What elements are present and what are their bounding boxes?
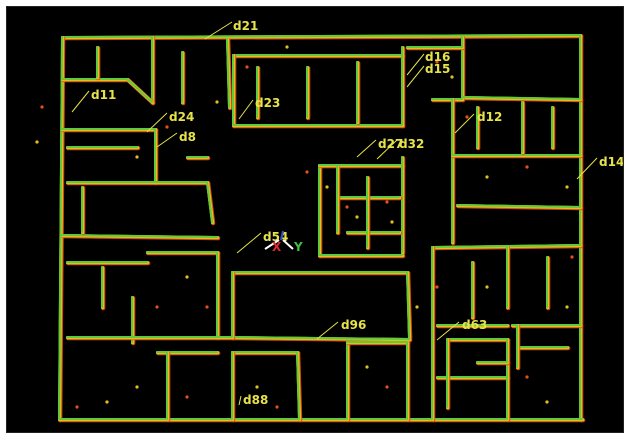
wall-segment — [206, 181, 213, 223]
scan-point — [135, 155, 139, 159]
location-label-d12[interactable]: d12 — [477, 110, 502, 124]
scan-point — [40, 105, 44, 109]
location-label-d8[interactable]: d8 — [179, 130, 196, 144]
x-axis-arrow — [264, 239, 280, 250]
scan-point — [525, 165, 529, 169]
scan-point — [255, 385, 259, 389]
location-label-d15[interactable]: d15 — [425, 62, 450, 76]
scan-point — [390, 220, 394, 224]
scan-point — [435, 60, 439, 64]
scan-point — [355, 215, 359, 219]
scan-point — [35, 140, 39, 144]
wall-segment — [226, 38, 230, 108]
scan-point — [545, 400, 549, 404]
scan-point — [325, 185, 329, 189]
scan-point — [135, 385, 139, 389]
label-leader-line — [71, 90, 90, 113]
wall-segment — [61, 234, 218, 238]
label-leader-line — [376, 139, 398, 160]
wall-segment — [126, 78, 153, 103]
scan-point — [565, 185, 569, 189]
coordinate-axes-icon: X Y — [264, 230, 303, 254]
scan-point — [450, 75, 454, 79]
label-leader-line — [316, 321, 339, 340]
wall-segment — [406, 271, 410, 338]
scan-point — [245, 65, 249, 69]
scan-point — [385, 385, 389, 389]
scan-point — [570, 255, 574, 259]
wall-segment — [61, 34, 581, 38]
location-label-d11[interactable]: d11 — [91, 88, 116, 102]
label-leader-line — [436, 321, 460, 341]
scan-point — [365, 365, 369, 369]
scan-point — [75, 405, 79, 409]
scan-point — [485, 175, 489, 179]
wall-segment — [58, 36, 63, 420]
y-axis-label: Y — [293, 240, 303, 254]
x-axis-label: X — [272, 240, 282, 254]
scan-point — [285, 45, 289, 49]
scan-point — [215, 100, 219, 104]
location-label-d88[interactable]: d88 — [243, 393, 268, 407]
scan-point — [565, 305, 569, 309]
scan-point — [435, 285, 439, 289]
location-label-d63[interactable]: d63 — [462, 318, 487, 332]
label-leader-line — [146, 112, 168, 133]
location-label-d96[interactable]: d96 — [341, 318, 366, 332]
label-leader-line — [236, 232, 262, 254]
label-leader-line — [238, 395, 242, 406]
wall-segment — [231, 336, 410, 340]
location-label-d23[interactable]: d23 — [255, 96, 280, 110]
scan-point — [485, 285, 489, 289]
wall-segment — [456, 204, 581, 208]
location-label-d24[interactable]: d24 — [169, 110, 194, 124]
wall-segment — [461, 96, 581, 100]
scan-point — [185, 395, 189, 399]
location-label-d21[interactable]: d21 — [233, 19, 258, 33]
scan-point — [385, 200, 389, 204]
location-label-d16[interactable]: d16 — [425, 50, 450, 64]
scan-point — [305, 170, 309, 174]
scan-point — [155, 305, 159, 309]
scan-point — [275, 405, 279, 409]
scan-point — [415, 305, 419, 309]
y-axis-arrow — [282, 239, 294, 250]
scan-point — [185, 275, 189, 279]
scan-point — [105, 400, 109, 404]
label-leader-line — [238, 99, 254, 120]
label-leader-line — [406, 53, 425, 76]
location-label-d32[interactable]: d32 — [399, 137, 424, 151]
scan-point — [205, 305, 209, 309]
label-leader-line — [576, 157, 598, 180]
wall-segment — [296, 351, 300, 420]
scan-point — [465, 115, 469, 119]
scan-point — [345, 205, 349, 209]
scan-point — [525, 375, 529, 379]
label-leader-line — [356, 139, 377, 158]
wall-point-cloud — [35, 34, 586, 423]
z-axis-arrow — [280, 230, 284, 241]
label-leader-line — [204, 21, 233, 40]
wall-segment — [431, 244, 581, 248]
label-leader-line — [406, 65, 425, 88]
location-label-d14[interactable]: d14 — [599, 155, 623, 169]
scan-point — [165, 125, 169, 129]
label-leader-line — [454, 113, 475, 134]
label-leader-line — [156, 132, 178, 148]
